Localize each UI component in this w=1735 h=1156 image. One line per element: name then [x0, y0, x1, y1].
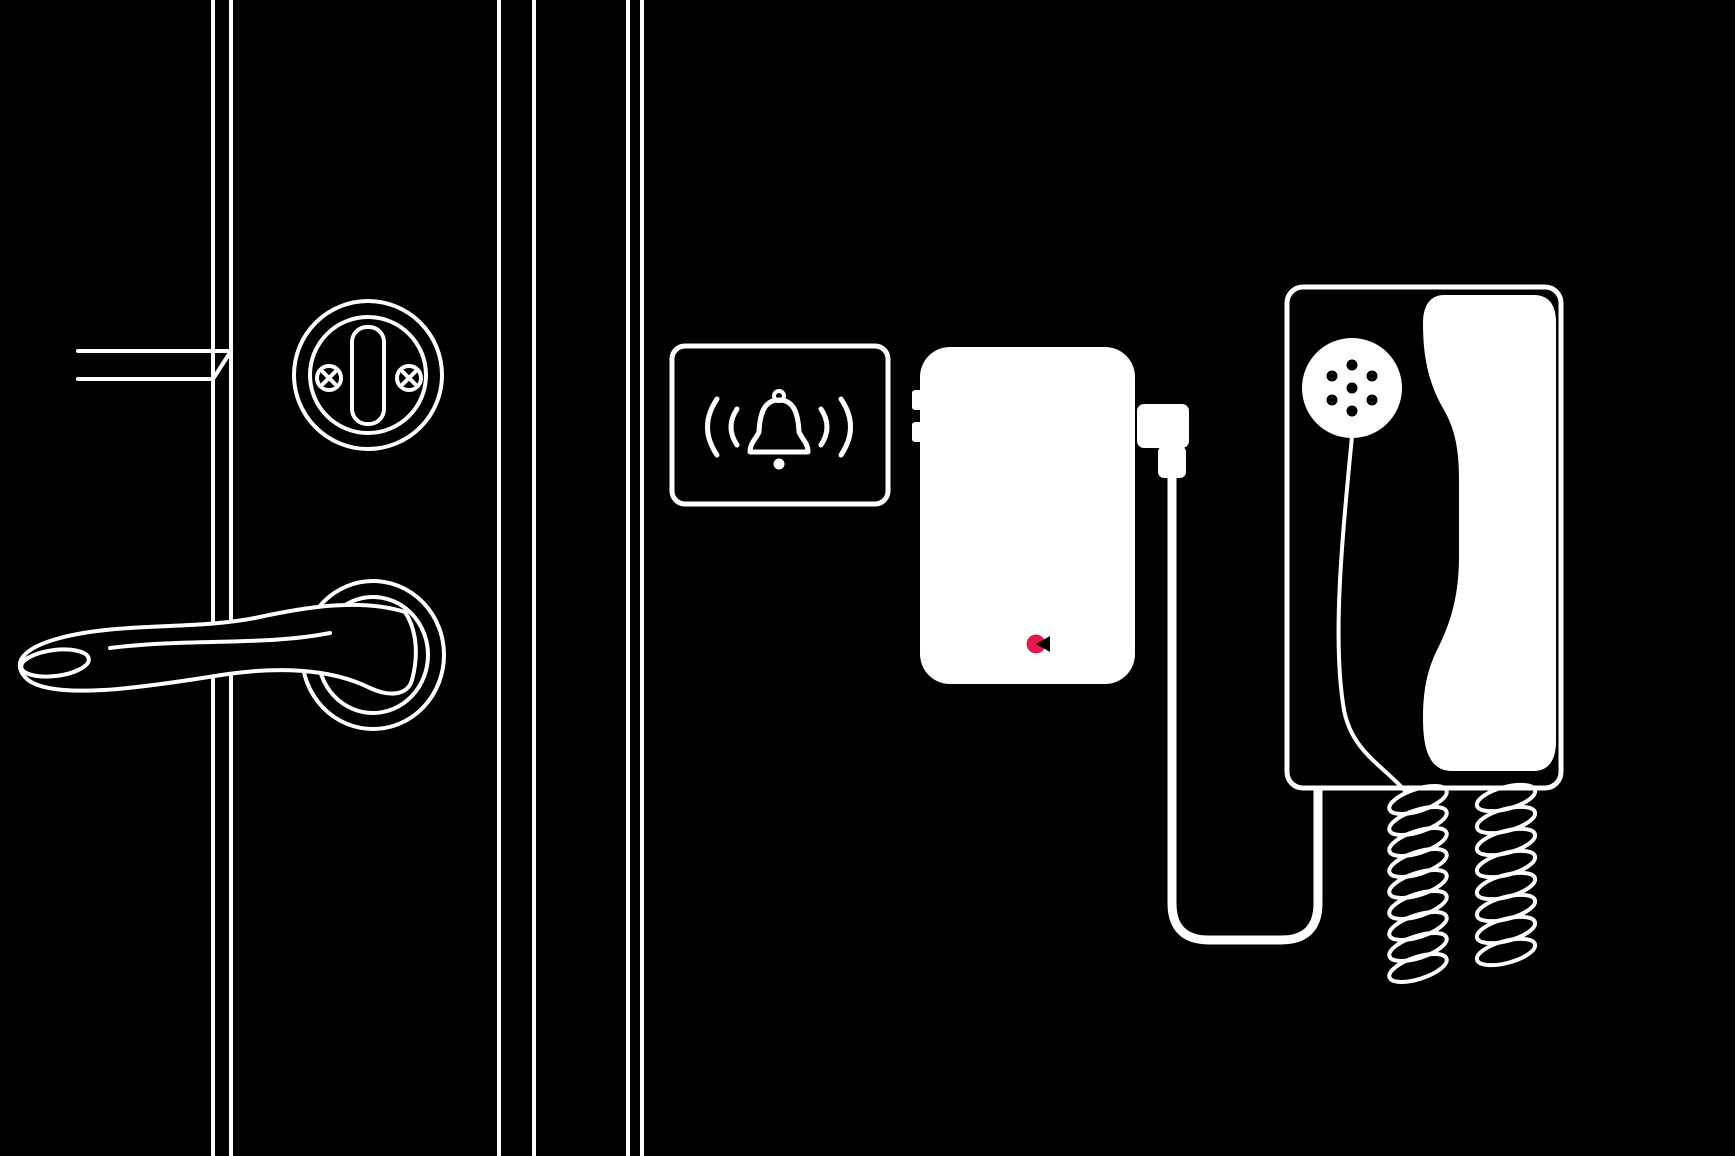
coil-loop — [1387, 847, 1449, 879]
coil-loop — [1474, 914, 1538, 946]
speaker-cord-line — [1336, 434, 1408, 794]
signaler-side-button — [912, 422, 922, 442]
logo-notch — [1036, 636, 1050, 652]
lock-rose-outer — [292, 299, 444, 451]
cable-strain-relief — [1158, 446, 1186, 478]
lock-rose-inner — [308, 315, 428, 435]
handset-cord-coil-left — [1387, 784, 1449, 984]
coil-loop — [1387, 889, 1449, 921]
signaler-device — [912, 347, 1135, 684]
thumb-turn-lock — [292, 299, 444, 451]
phone-handset — [1423, 295, 1556, 771]
bell-body — [747, 397, 811, 455]
wall-phone — [1284, 284, 1564, 984]
coil-loop — [1474, 870, 1538, 902]
coil-loop — [1474, 826, 1538, 858]
speaker-hole — [1326, 394, 1338, 406]
lever-inner-line — [108, 631, 332, 650]
red-logo-mark — [1026, 634, 1050, 654]
screw-slot — [401, 370, 417, 386]
coil-loop — [1387, 931, 1449, 963]
sound-arc-right-inner — [818, 406, 830, 448]
bell-icon — [747, 389, 811, 470]
screw-head — [395, 364, 423, 392]
coil-loop — [1387, 952, 1449, 984]
coil-loop — [1474, 936, 1538, 968]
door-handle — [17, 579, 446, 731]
signaler-side-button — [912, 390, 922, 410]
screw-x-icon — [315, 364, 343, 392]
audio-cable — [1137, 404, 1323, 945]
speaker-hole — [1346, 382, 1358, 394]
cable-run — [1167, 469, 1323, 945]
sound-arc-right-outer — [838, 396, 853, 458]
handle-lever — [17, 602, 418, 696]
panel-miter-line — [211, 349, 233, 381]
speaker-hole — [1346, 359, 1358, 371]
coil-loop — [1474, 804, 1538, 836]
doorbell-plate-outline — [669, 343, 891, 507]
sound-wave-arcs — [705, 396, 853, 458]
screw-x-icon — [395, 364, 423, 392]
sound-arc-left-outer — [705, 396, 720, 458]
speaker-hole — [1346, 405, 1358, 417]
handset-cord-coil-right — [1474, 782, 1538, 968]
door — [76, 0, 644, 1156]
speaker-hole — [1366, 370, 1378, 382]
cable-plug — [1137, 404, 1189, 448]
signaler-body — [920, 347, 1135, 684]
coil-loop — [1474, 892, 1538, 924]
screw-head — [315, 364, 343, 392]
coil-loop — [1387, 805, 1449, 837]
thumb-turn-knob — [350, 325, 386, 426]
coil-loop — [1387, 868, 1449, 900]
coil-loop — [1474, 782, 1538, 814]
sound-arc-left-inner — [728, 406, 740, 448]
speaker-grille-dots — [1302, 338, 1402, 438]
doorbell-button-plate — [669, 343, 891, 507]
coil-loop — [1387, 910, 1449, 942]
coil-loop — [1474, 848, 1538, 880]
bell-clapper — [773, 458, 785, 470]
coil-loop — [1387, 826, 1449, 858]
screw-slot — [321, 370, 337, 386]
speaker-hole — [1366, 394, 1378, 406]
speaker-hole — [1326, 370, 1338, 382]
lever-tip-detail — [19, 647, 91, 679]
